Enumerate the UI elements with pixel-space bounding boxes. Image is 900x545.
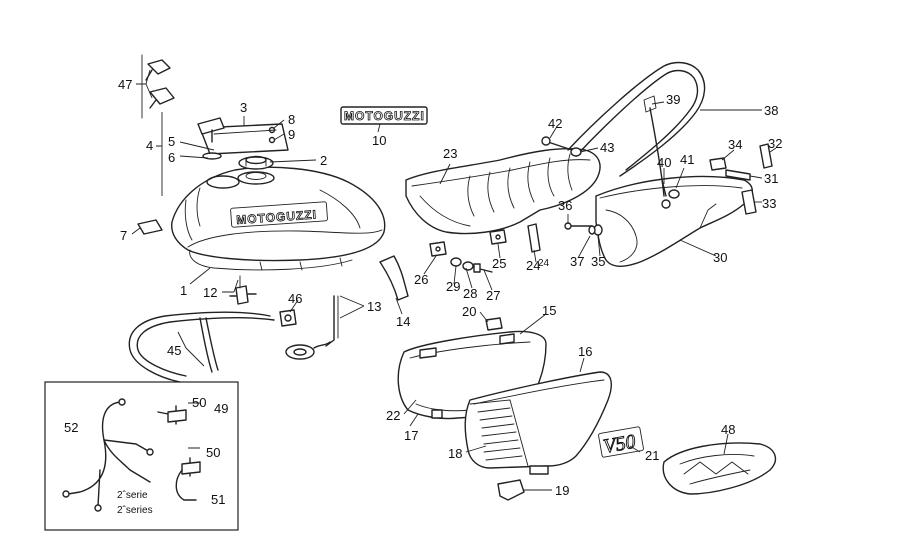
washers-nuts xyxy=(450,257,493,273)
label-5: 5 xyxy=(168,134,175,149)
label-45: 45 xyxy=(167,343,181,358)
label-2: 2 xyxy=(320,153,327,168)
side-reflector xyxy=(741,189,757,215)
label-50a: 50 xyxy=(192,395,206,410)
label-24b: 24 xyxy=(538,258,550,269)
fuel-tank: MOTOGUZZI xyxy=(171,166,386,271)
label-27: 27 xyxy=(486,288,500,303)
panel-clip xyxy=(485,317,503,331)
seat-latch xyxy=(527,223,541,253)
tank-bracket xyxy=(379,255,409,301)
label-6: 6 xyxy=(168,150,175,165)
label-10: 10 xyxy=(372,133,386,148)
label-16: 16 xyxy=(578,344,592,359)
label-31: 31 xyxy=(764,171,778,186)
wiring-inset: 2ˆserie 2ˆseries xyxy=(44,381,239,531)
label-24: 24 xyxy=(526,258,540,273)
tail-bolts xyxy=(564,222,603,236)
rail-stud xyxy=(661,179,667,197)
label-1: 1 xyxy=(180,283,187,298)
tank-cover-plate xyxy=(199,123,289,155)
label-22: 22 xyxy=(386,408,400,423)
fuel-petcock xyxy=(229,275,257,305)
label-35: 35 xyxy=(591,254,605,269)
label-50b: 50 xyxy=(206,445,220,460)
label-39: 39 xyxy=(666,92,680,107)
label-36: 36 xyxy=(558,198,572,213)
tail-lens xyxy=(759,143,773,169)
seat-hinge-left xyxy=(429,241,447,257)
seat-hinge-right xyxy=(489,229,507,245)
label-48: 48 xyxy=(721,422,735,437)
callout-labels: 1 2 3 4 5 6 7 8 9 10 12 13 14 15 16 17 1… xyxy=(64,77,782,507)
label-26: 26 xyxy=(414,272,428,287)
seat xyxy=(405,148,601,235)
badge-logo: MOTOGUZZI xyxy=(344,109,425,123)
label-23: 23 xyxy=(443,146,457,161)
label-41: 41 xyxy=(680,152,694,167)
tank-lock xyxy=(197,117,225,160)
label-20: 20 xyxy=(462,304,476,319)
rail-nut xyxy=(668,189,680,199)
label-29: 29 xyxy=(446,279,460,294)
label-19: 19 xyxy=(555,483,569,498)
label-21: 21 xyxy=(645,448,659,463)
label-38: 38 xyxy=(764,103,778,118)
label-18: 18 xyxy=(448,446,462,461)
label-8: 8 xyxy=(288,112,295,127)
tool-kit xyxy=(662,442,777,495)
tail-bracket xyxy=(709,157,727,171)
inset-note-2: 2ˆseries xyxy=(117,504,153,516)
side-panel-16 xyxy=(464,371,612,475)
fuel-hoses xyxy=(128,311,275,383)
inset-note-1: 2ˆserie xyxy=(117,489,148,501)
label-25: 25 xyxy=(492,256,506,271)
label-42: 42 xyxy=(548,116,562,131)
tank-logo: MOTOGUZZI xyxy=(236,207,318,227)
label-9: 9 xyxy=(288,127,295,142)
model-emblem: V50 xyxy=(598,426,644,458)
label-28: 28 xyxy=(463,286,477,301)
tail-fairing xyxy=(595,175,753,267)
reflector-strip xyxy=(725,169,751,181)
label-12: 12 xyxy=(203,285,217,300)
label-47: 47 xyxy=(118,77,132,92)
v50-logo: V50 xyxy=(602,431,638,458)
fuel-gauge-sender xyxy=(285,295,339,360)
label-4: 4 xyxy=(146,138,153,153)
panel-bracket xyxy=(497,479,525,501)
label-33: 33 xyxy=(762,196,776,211)
grab-rail xyxy=(567,61,706,197)
label-37: 37 xyxy=(570,254,584,269)
keys xyxy=(141,54,175,119)
label-13: 13 xyxy=(367,299,381,314)
label-14: 14 xyxy=(396,314,410,329)
label-30: 30 xyxy=(713,250,727,265)
label-7: 7 xyxy=(120,228,127,243)
label-40: 40 xyxy=(657,155,671,170)
label-51: 51 xyxy=(211,492,225,507)
rubber-pad xyxy=(137,219,163,235)
label-15: 15 xyxy=(542,303,556,318)
hose-clip xyxy=(279,309,297,327)
label-17: 17 xyxy=(404,428,418,443)
leader-lines xyxy=(131,69,777,491)
label-34: 34 xyxy=(728,137,742,152)
badge-emblem: MOTOGUZZI xyxy=(340,106,428,125)
label-49: 49 xyxy=(214,401,228,416)
label-43: 43 xyxy=(600,140,614,155)
filler-cap xyxy=(238,155,274,170)
label-52: 52 xyxy=(64,420,78,435)
label-3: 3 xyxy=(240,100,247,115)
label-46: 46 xyxy=(288,291,302,306)
label-32: 32 xyxy=(768,136,782,151)
